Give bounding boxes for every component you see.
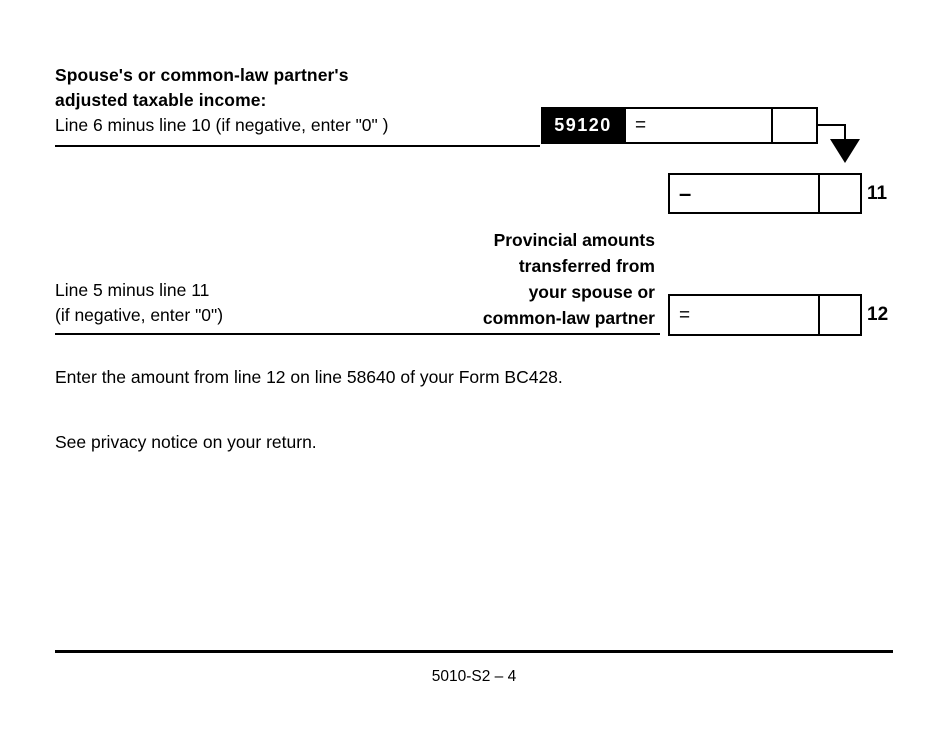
- line12-underline: [55, 333, 660, 335]
- amount-box-line-12-cents-value: [820, 296, 860, 307]
- footer-label: 5010-S2 – 4: [55, 668, 893, 686]
- arrow-down-icon: [830, 139, 860, 163]
- amount-box-59120-cents[interactable]: [771, 109, 816, 142]
- heading-line-2: adjusted taxable income:: [55, 90, 267, 110]
- line5-minus-line11-label: Line 5 minus line 11: [55, 280, 210, 300]
- transfer-label-line-1: Provincial amounts: [493, 230, 655, 250]
- minus-sign-line-11: –: [679, 180, 692, 206]
- subheading-line6-minus-line10: Line 6 minus line 10 (if negative, enter…: [55, 115, 389, 135]
- amount-box-59120-dollars[interactable]: =: [626, 109, 771, 142]
- line-number-12: 12: [867, 304, 889, 325]
- privacy-notice-text: See privacy notice on your return.: [55, 432, 317, 452]
- amount-box-line-12-dollars[interactable]: =: [670, 296, 818, 334]
- amount-box-line-12[interactable]: =: [668, 294, 862, 336]
- line-number-11: 11: [867, 183, 888, 204]
- transfer-label-line-4: common-law partner: [482, 308, 655, 328]
- equals-sign-line-12: =: [679, 304, 691, 326]
- amount-box-line-12-cents[interactable]: [818, 296, 860, 334]
- line5-minus-line11-note: (if negative, enter "0"): [55, 305, 224, 325]
- amount-box-line-11-cents[interactable]: [818, 175, 860, 212]
- heading-line-1: Spouse's or common-law partner's: [55, 65, 349, 85]
- instruction-text: Enter the amount from line 12 on line 58…: [55, 367, 563, 387]
- line-code-59120: 59120: [541, 107, 625, 144]
- connector-horizontal: [818, 124, 846, 126]
- footer-code: 5010-S2 – 4: [431, 668, 517, 685]
- amount-box-line-11-dollars[interactable]: –: [670, 175, 818, 212]
- subheading-underline: [55, 145, 540, 147]
- transfer-label-line-2: transferred from: [518, 256, 655, 276]
- amount-box-line-11-cents-value: [820, 175, 860, 186]
- footer-rule: [55, 650, 893, 653]
- amount-box-59120-cents-value: [773, 109, 816, 118]
- transfer-label-line-3: your spouse or: [528, 282, 655, 302]
- equals-sign-59120: =: [635, 115, 647, 136]
- amount-box-line-11[interactable]: –: [668, 173, 862, 214]
- connector-vertical: [844, 124, 846, 141]
- amount-box-59120[interactable]: =: [624, 107, 818, 144]
